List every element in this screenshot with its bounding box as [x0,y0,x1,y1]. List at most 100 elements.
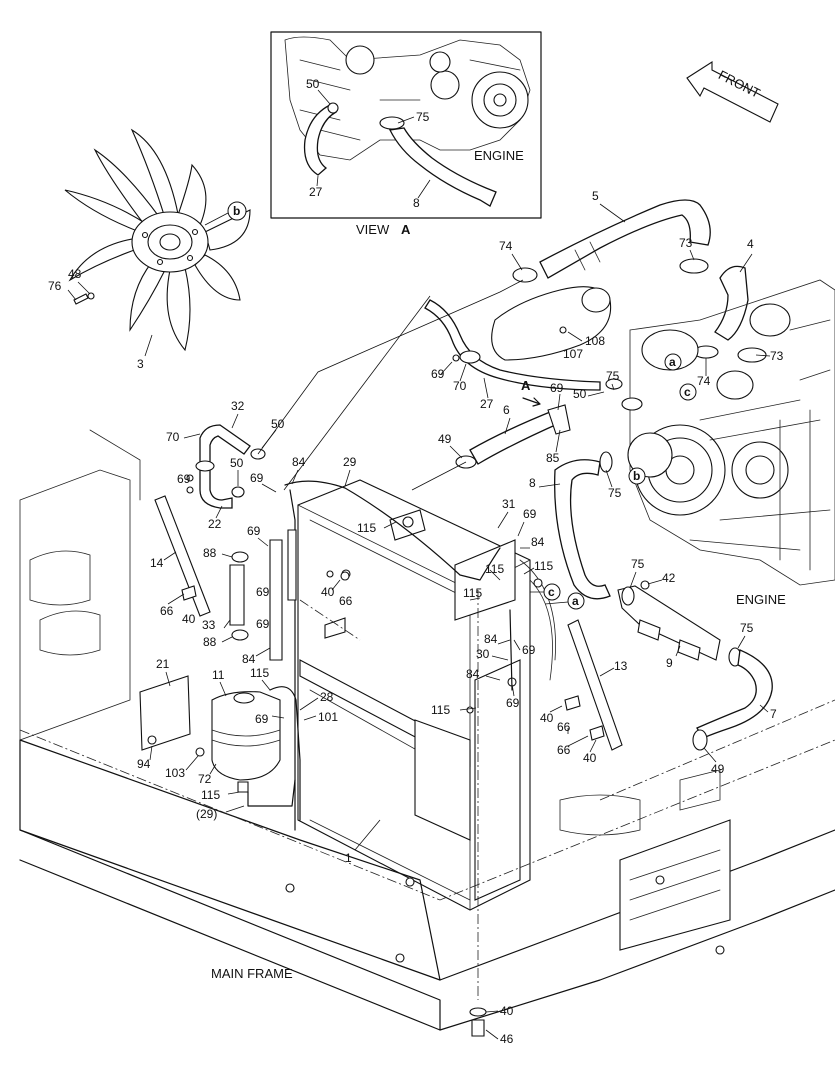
inset-frame [270,31,542,219]
main-frame [19,429,835,1031]
label-48: 48 [68,267,82,281]
label-14: 14 [150,556,164,570]
label-101: 101 [318,710,338,724]
front-arrow: FRONT [686,60,779,123]
reservoir-tank [211,691,281,793]
radiator-assembly [297,479,556,911]
label-13: 13 [614,659,628,673]
label-88b: 88 [203,635,217,649]
label-40c: 40 [540,711,554,725]
label-40a: 40 [321,585,335,599]
thermostat-housing [491,286,612,361]
middle-hose-group [424,299,643,600]
label-42: 42 [662,571,676,585]
lower-pipe-group [617,580,773,751]
label-76: 76 [48,279,62,293]
callout-b-fan-letter: b [233,204,240,218]
bracket-85 [547,404,571,435]
clamp-70 [459,350,481,364]
left-pipe-group [186,424,266,509]
label-73a: 73 [679,236,693,250]
label-69e: 69 [247,524,261,538]
label-66b: 66 [160,604,174,618]
label-6: 6 [503,403,510,417]
label-22: 22 [208,517,222,531]
label-inset-50: 50 [306,77,320,91]
line-30 [509,609,513,691]
label-115e: 115 [431,703,450,717]
label-73b: 73 [770,349,784,363]
line-left-vertical [289,489,296,831]
label-inset-8: 8 [413,196,420,210]
label-69j: 69 [506,696,520,710]
label-50b: 50 [271,417,285,431]
label-3: 3 [137,357,144,371]
label-66c: 66 [557,720,571,734]
label-69a: 69 [431,367,445,381]
label-115b: 115 [534,559,553,573]
inset-engine-caption: ENGINE [474,148,524,163]
callout-c-engine [679,383,697,401]
label-84a: 84 [292,455,306,469]
label-84b: 84 [242,652,256,666]
label-84d: 84 [484,632,498,646]
label-29: 29 [343,455,357,469]
callout-c-engine-letter: c [684,385,691,399]
label-84e: 84 [466,667,480,681]
label-69g: 69 [256,617,270,631]
label-7: 7 [770,707,777,721]
label-69c: 69 [177,472,191,486]
label-28: 28 [320,690,334,704]
hose-8 [554,459,611,600]
cooling-fan [64,128,251,352]
label-31: 31 [502,497,516,511]
callout-a-radiator-letter: a [572,594,579,608]
engine-assembly [627,279,835,586]
label-69d: 69 [250,471,264,485]
label-94: 94 [137,757,151,771]
oil-cooler [414,719,471,841]
label-32: 32 [231,399,245,413]
clamp-88-top [231,551,249,563]
inset-hose-27 [303,104,338,176]
label-88a: 88 [203,546,217,560]
bracket-21 [139,675,191,751]
label-69h: 69 [523,507,537,521]
label-40d: 40 [583,751,597,765]
label-inset-27: 27 [309,185,323,199]
view-a-letter: A [401,222,411,237]
label-46: 46 [500,1032,514,1046]
inset-view-a: 50 75 27 8 ENGINE [270,31,542,219]
label-9: 9 [666,656,673,670]
callout-b-engine-letter: b [633,469,640,483]
hose-7 [696,649,773,739]
line-28 [269,686,301,821]
label-69k: 69 [255,712,269,726]
callout-a-engine [664,353,682,371]
bolt-46 [471,1019,485,1037]
label-5: 5 [592,189,599,203]
label-72: 72 [198,772,212,786]
label-40e: 40 [500,1004,514,1018]
label-115g: 115 [201,788,220,802]
pipe-9 [617,585,721,661]
label-115c: 115 [485,562,504,576]
radiator-side-bracket [474,659,521,901]
line-29-lower [247,779,296,807]
label-75a: 75 [606,369,620,383]
view-a-caption: VIEW [356,222,390,237]
label-107: 107 [563,347,583,361]
callout-b-engine [628,467,646,485]
label-50c: 50 [230,456,244,470]
label-66a: 66 [339,594,353,608]
label-84c: 84 [531,535,545,549]
callout-b-fan [227,201,247,221]
label-inset-75: 75 [416,110,430,124]
hose-4 [714,265,749,341]
clamp-88-bottom [231,629,249,641]
label-75c: 75 [631,557,645,571]
label-33: 33 [202,618,216,632]
label-49b: 49 [711,762,725,776]
upper-hose-group [491,199,767,363]
